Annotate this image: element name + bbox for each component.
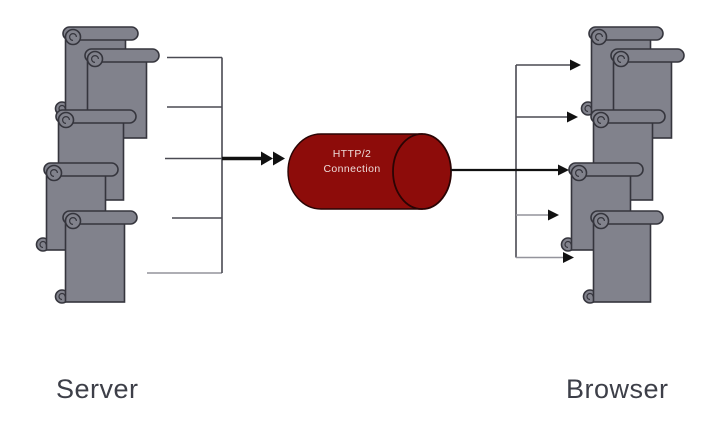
scroll-bottom-curl-detail — [39, 240, 47, 249]
right-arrowhead-icon — [548, 209, 559, 221]
scroll-top-curl-icon — [592, 212, 610, 230]
scroll-top-curl-detail — [69, 217, 77, 225]
connection-label-line1: HTTP/2 — [332, 148, 372, 160]
browser-stream-arrows — [451, 59, 581, 263]
scroll-top-curl-icon — [590, 28, 608, 46]
browser-label: Browser — [566, 374, 669, 404]
scroll-top-curl-detail — [575, 169, 583, 177]
scroll-top-roll — [62, 210, 138, 225]
scroll-top-curl-detail — [62, 116, 70, 124]
scroll-bottom-curl-detail — [58, 292, 66, 301]
double-arrowhead-icon — [273, 151, 285, 166]
http2-connection-cylinder — [287, 133, 452, 210]
scroll-top-curl-icon — [57, 111, 75, 129]
right-arrowhead-icon — [563, 252, 574, 263]
multiplex-double-arrow — [222, 151, 285, 166]
cylinder-body — [287, 133, 423, 210]
double-arrowhead-icon — [261, 151, 273, 166]
scroll-body — [592, 216, 652, 303]
scroll-top-roll — [62, 26, 139, 41]
scroll-top-curl-icon — [64, 28, 82, 46]
server-scroll-stack — [35, 26, 160, 304]
right-arrowhead-icon — [567, 111, 578, 123]
scroll-bottom-curl-detail — [586, 292, 594, 301]
scroll-top-curl-icon — [86, 50, 104, 68]
scroll-top-roll — [588, 26, 664, 41]
scroll-top-curl-detail — [597, 217, 605, 225]
scroll-top-curl-detail — [91, 55, 99, 63]
scroll-top-curl-icon — [45, 164, 63, 182]
scroll-top-curl-icon — [592, 111, 610, 129]
server-stream-lines — [147, 56, 223, 274]
scroll-top-roll — [590, 109, 666, 124]
right-arrowhead-icon — [570, 59, 581, 71]
scroll-top-roll — [568, 162, 644, 177]
scroll-top-curl-detail — [617, 55, 625, 63]
scroll-top-curl-detail — [69, 33, 77, 41]
right-arrowhead-icon — [558, 164, 569, 176]
scroll-bottom-curl-detail — [584, 104, 592, 113]
browser-scroll-stack — [560, 26, 685, 304]
scroll-top-curl-icon — [612, 50, 630, 68]
connection-label-line2: Connection — [323, 163, 381, 175]
connection-label: HTTP/2 Connection — [288, 147, 416, 177]
scroll-top-curl-detail — [595, 33, 603, 41]
server-label: Server — [56, 374, 139, 404]
server-scroll-5 — [54, 210, 138, 304]
scroll-top-roll — [84, 48, 160, 63]
scroll-top-curl-icon — [570, 164, 588, 182]
scroll-top-roll — [43, 162, 119, 177]
scroll-body — [64, 216, 126, 303]
scroll-top-roll — [55, 109, 137, 124]
browser-scroll-5 — [582, 210, 664, 304]
scroll-top-curl-detail — [50, 169, 58, 177]
scroll-top-curl-icon — [64, 212, 82, 230]
scroll-bottom-curl-detail — [564, 240, 572, 249]
cylinder-end-cap — [392, 133, 452, 210]
scroll-top-curl-detail — [597, 116, 605, 124]
